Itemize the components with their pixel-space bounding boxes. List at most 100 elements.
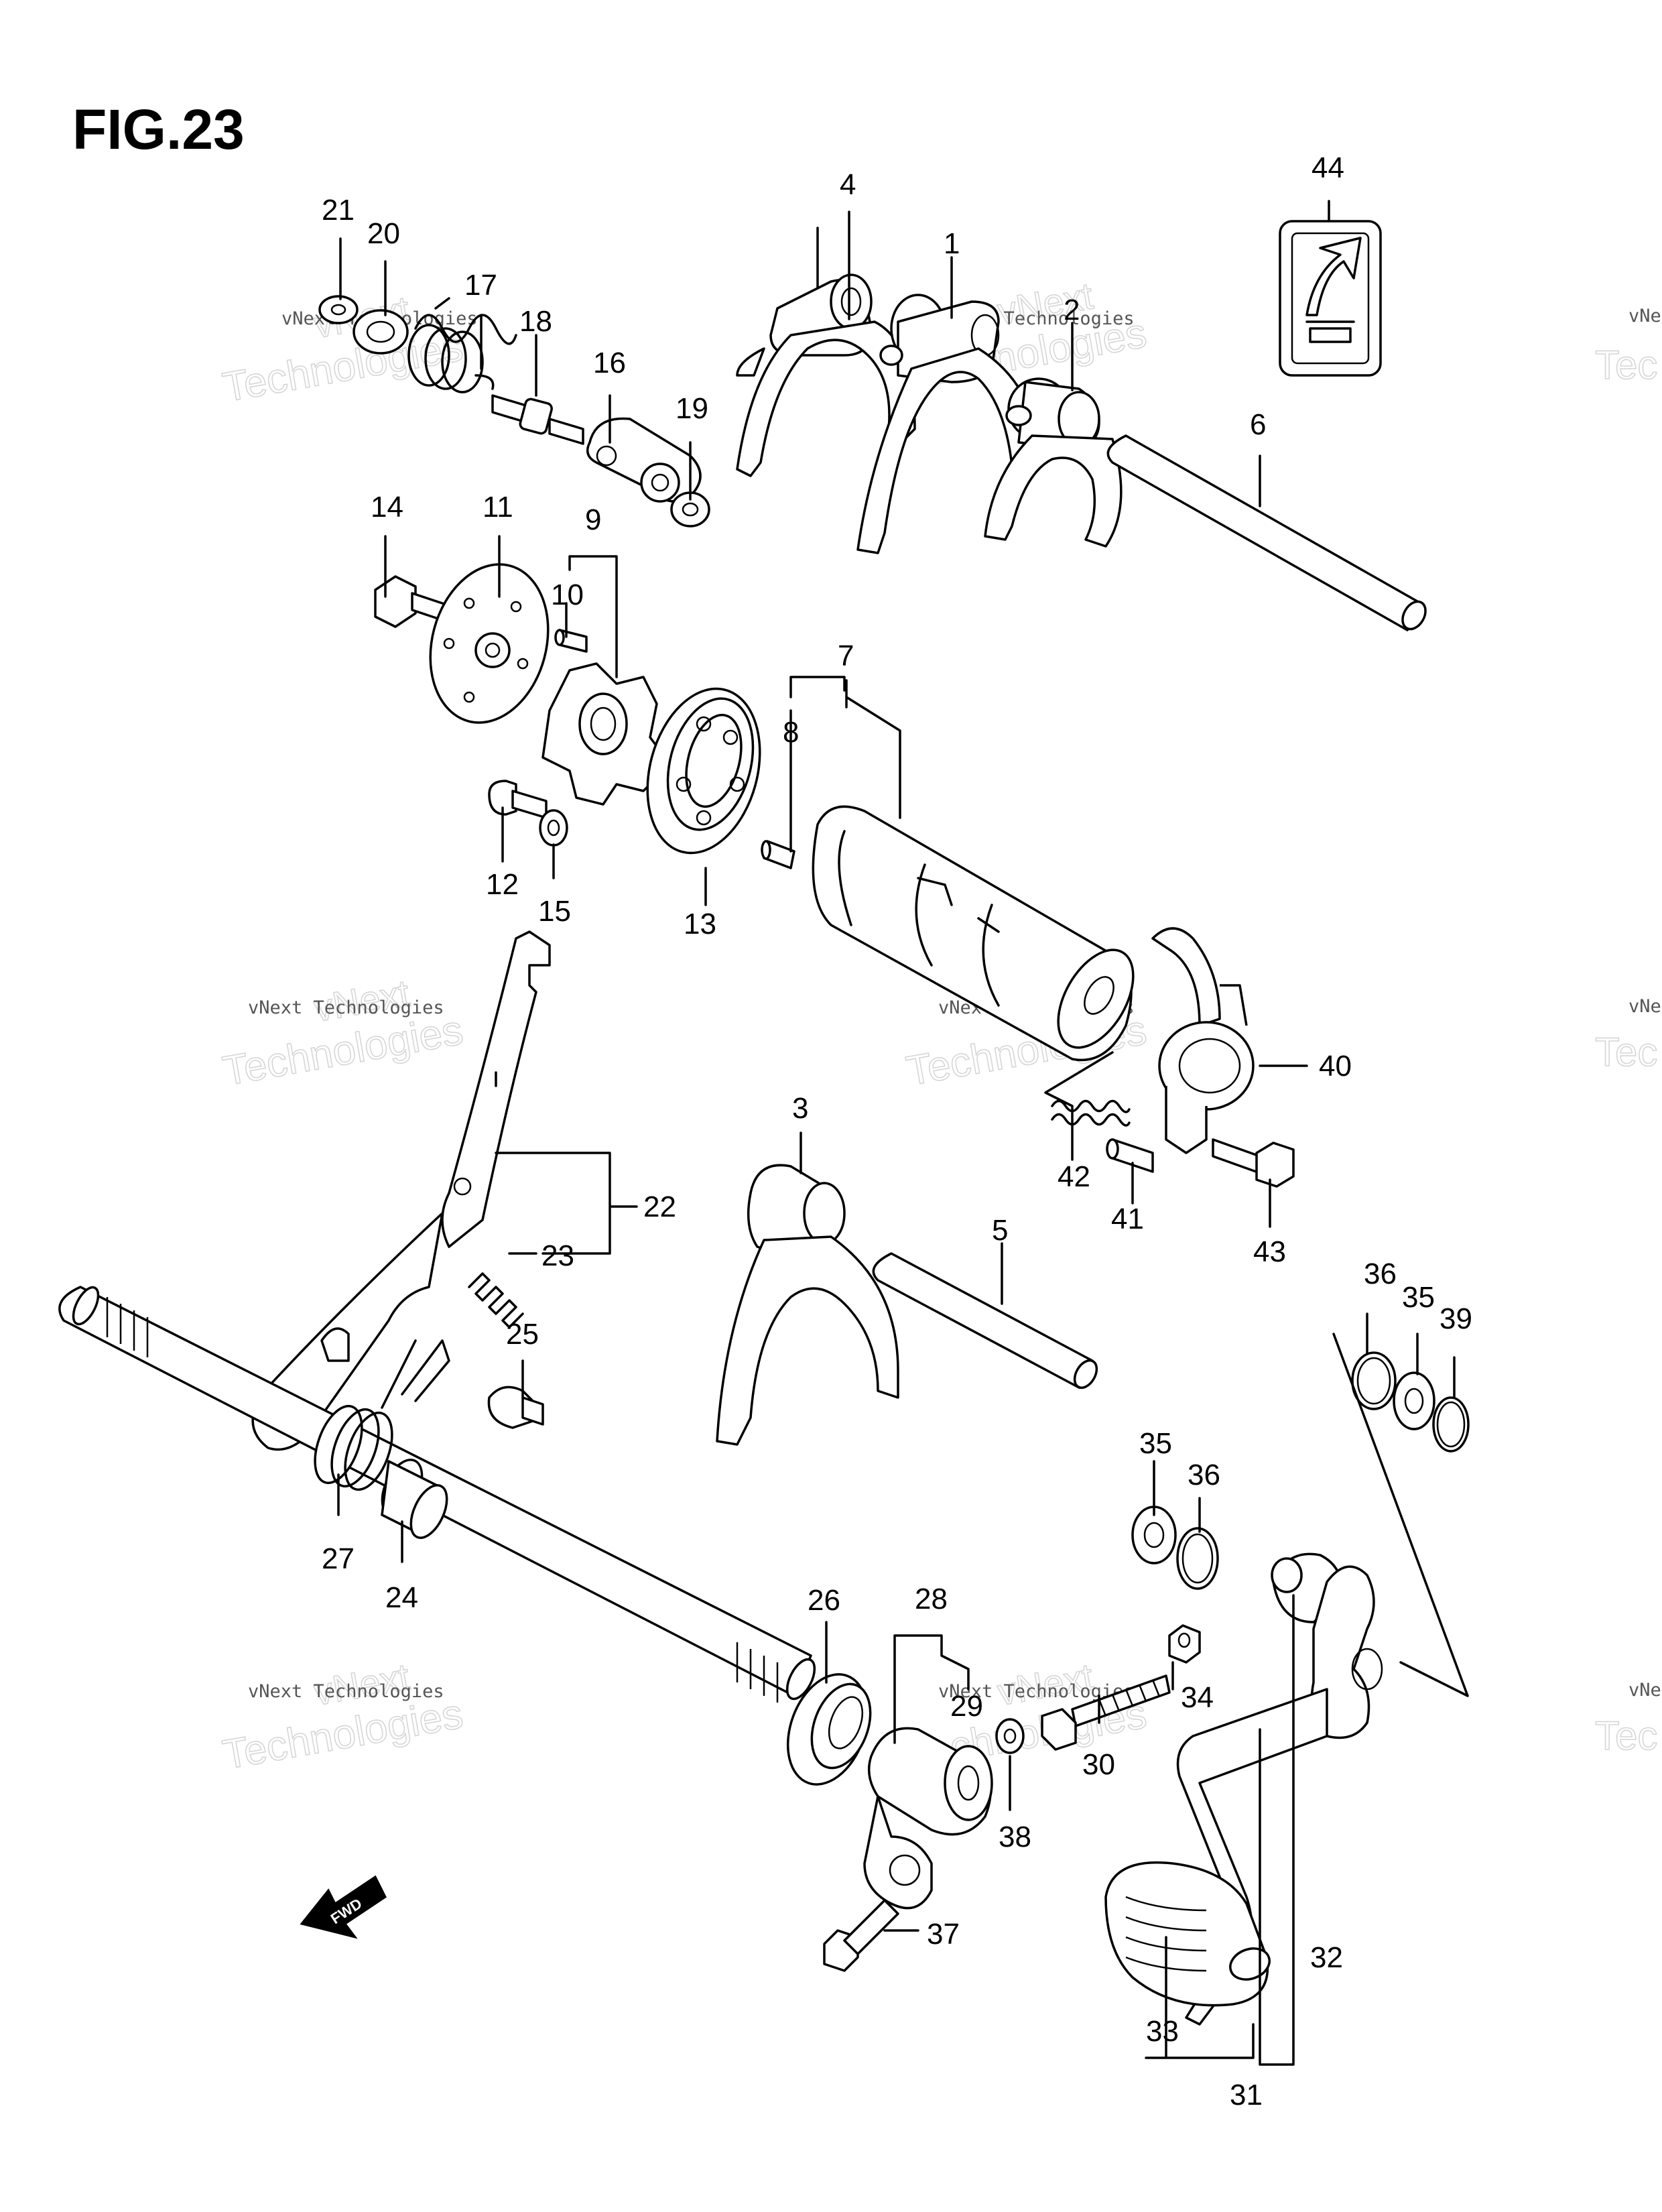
label-24: 24	[385, 1581, 418, 1614]
part-20-drawing	[353, 309, 409, 355]
label-35: 35	[1139, 1427, 1172, 1460]
label-16: 16	[593, 347, 626, 379]
label-2: 2	[1064, 294, 1080, 326]
svg-text:vNext Technologies: vNext Technologies	[248, 1681, 444, 1702]
part-18-drawing	[491, 394, 584, 445]
part-36-drawing	[1176, 1527, 1219, 1590]
part-10-drawing	[554, 629, 588, 653]
svg-text:Tec: Tec	[1595, 1713, 1657, 1758]
svg-text:vNext Technologies: vNext Technologies	[248, 997, 444, 1018]
label-9: 9	[585, 503, 601, 536]
label-19: 19	[676, 392, 708, 425]
label-44: 44	[1312, 151, 1344, 184]
part-38-drawing	[995, 1718, 1025, 1754]
label-14: 14	[371, 491, 403, 524]
detail-36-drawing	[1351, 1351, 1397, 1410]
part-3-drawing	[716, 1164, 899, 1446]
part-5-drawing	[872, 1252, 1098, 1390]
part-28-drawing	[863, 1727, 993, 1910]
leader-lines	[337, 200, 1456, 2066]
label-7: 7	[838, 639, 854, 672]
label-10: 10	[551, 578, 584, 611]
part-43-drawing	[1212, 1138, 1295, 1188]
label-20: 20	[367, 217, 400, 250]
label-41: 41	[1111, 1203, 1144, 1235]
label-34: 34	[1181, 1681, 1214, 1714]
label-18: 18	[519, 305, 552, 338]
label-33: 33	[1146, 2015, 1179, 2048]
watermark-group: vNext Technologies vNext Technologies vN…	[219, 273, 1661, 1779]
part-41-drawing	[1106, 1138, 1154, 1173]
detail-39-drawing	[1432, 1396, 1470, 1453]
label-27: 27	[322, 1542, 355, 1575]
part-13-drawing	[646, 687, 761, 855]
label-3: 3	[792, 1092, 808, 1125]
detail-bracket-line	[1332, 1333, 1469, 1697]
part-6-drawing	[1106, 434, 1427, 631]
label-11: 11	[483, 491, 513, 524]
label-25: 25	[506, 1318, 539, 1351]
label-37: 37	[927, 1918, 960, 1951]
figure-title: FIG.23	[72, 98, 245, 161]
label-22: 22	[643, 1190, 676, 1223]
part-16-drawing	[586, 417, 702, 503]
part-15-drawing	[539, 809, 568, 847]
part-17-drawing	[407, 297, 517, 393]
label-1: 1	[944, 227, 960, 260]
part-24-drawing	[381, 1459, 448, 1539]
part-1-drawing	[856, 294, 1040, 554]
label-36-detail: 36	[1364, 1257, 1397, 1290]
label-38: 38	[999, 1821, 1031, 1853]
part-22-drawing	[251, 930, 551, 1451]
label-12: 12	[486, 868, 519, 901]
part-37-drawing	[823, 1899, 899, 1972]
part-23-drawing	[468, 1272, 524, 1329]
fwd-arrow: FWD	[300, 1875, 387, 1939]
svg-text:vNe: vNe	[1628, 1680, 1661, 1701]
svg-text:vNe: vNe	[1628, 996, 1661, 1017]
label-28: 28	[915, 1583, 948, 1615]
label-36: 36	[1188, 1459, 1220, 1491]
label-32: 32	[1310, 1941, 1343, 1974]
part-27-drawing	[314, 1339, 450, 1491]
part-9-drawing	[541, 662, 672, 806]
label-23: 23	[541, 1239, 574, 1272]
part-33-drawing	[1104, 1861, 1271, 2007]
label-42: 42	[1058, 1160, 1090, 1193]
detail-35-drawing	[1393, 1371, 1435, 1430]
label-15: 15	[538, 895, 571, 928]
label-35-detail: 35	[1402, 1281, 1435, 1314]
label-30: 30	[1082, 1748, 1115, 1781]
svg-text:Tec: Tec	[1595, 343, 1657, 387]
label-8: 8	[783, 716, 799, 749]
part-11-drawing	[429, 563, 550, 724]
label-43: 43	[1253, 1235, 1286, 1268]
part-8-drawing	[761, 840, 795, 869]
label-5: 5	[992, 1214, 1008, 1247]
label-13: 13	[684, 908, 716, 940]
svg-text:Tec: Tec	[1595, 1030, 1657, 1074]
label-17: 17	[464, 269, 497, 302]
part-2-drawing	[984, 377, 1123, 548]
label-31: 31	[1230, 2079, 1263, 2111]
label-39: 39	[1440, 1302, 1472, 1335]
label-6: 6	[1250, 408, 1266, 441]
part-29-drawing	[1041, 1708, 1077, 1751]
part-44-drawing	[1279, 220, 1382, 377]
label-40: 40	[1319, 1050, 1352, 1083]
part-4-drawing	[736, 227, 916, 477]
label-26: 26	[808, 1584, 840, 1617]
part-42-drawing	[1051, 1099, 1131, 1127]
part-34-drawing	[1168, 1624, 1201, 1664]
part-26-drawing	[786, 1673, 872, 1786]
label-4: 4	[840, 168, 856, 201]
part-25-drawing	[487, 1386, 544, 1429]
part-labels: 4 1 2 44 6 21 20 17 18 16 19 14 11 9 10 …	[322, 151, 1472, 2111]
label-29: 29	[950, 1690, 983, 1723]
part-7-drawing	[812, 805, 1135, 1062]
label-21: 21	[322, 194, 355, 227]
part-40-drawing	[1151, 927, 1255, 1154]
part-12-drawing	[488, 780, 548, 819]
svg-text:vNe: vNe	[1628, 306, 1661, 326]
